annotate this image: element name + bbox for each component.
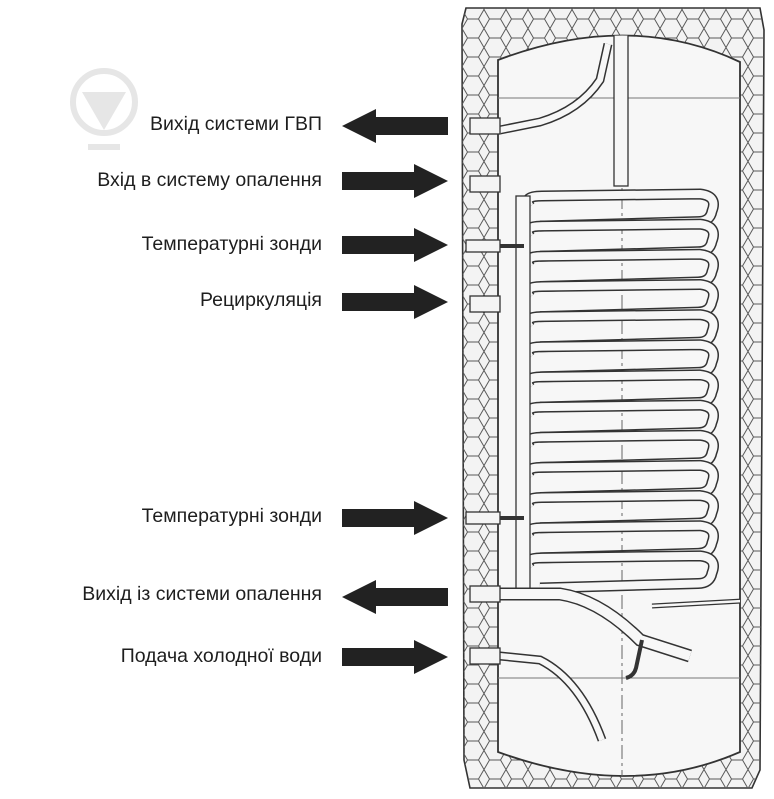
label-hot-water-outlet: Вихід системи ГВП xyxy=(149,113,322,135)
arrow-right-icon xyxy=(342,164,448,198)
label-heating-outlet: Вихід із системи опалення xyxy=(82,583,322,605)
arrow-right-icon xyxy=(342,640,448,674)
label-temperature-probes-top: Температурні зонди xyxy=(141,233,322,255)
connection-fittings xyxy=(465,117,501,665)
arrow-left-icon xyxy=(342,109,448,143)
arrow-left-icon xyxy=(342,580,448,614)
arrow-right-icon xyxy=(342,228,448,262)
watermark-logo-icon xyxy=(70,68,138,150)
label-heating-inlet: Вхід в систему опалення xyxy=(97,169,322,191)
arrow-right-icon xyxy=(342,501,448,535)
label-recirculation: Рециркуляція xyxy=(200,289,322,311)
arrow-right-icon xyxy=(342,285,448,319)
label-cold-water-supply: Подача холодної води xyxy=(120,645,322,667)
label-temperature-probes-bottom: Температурні зонди xyxy=(141,505,322,527)
